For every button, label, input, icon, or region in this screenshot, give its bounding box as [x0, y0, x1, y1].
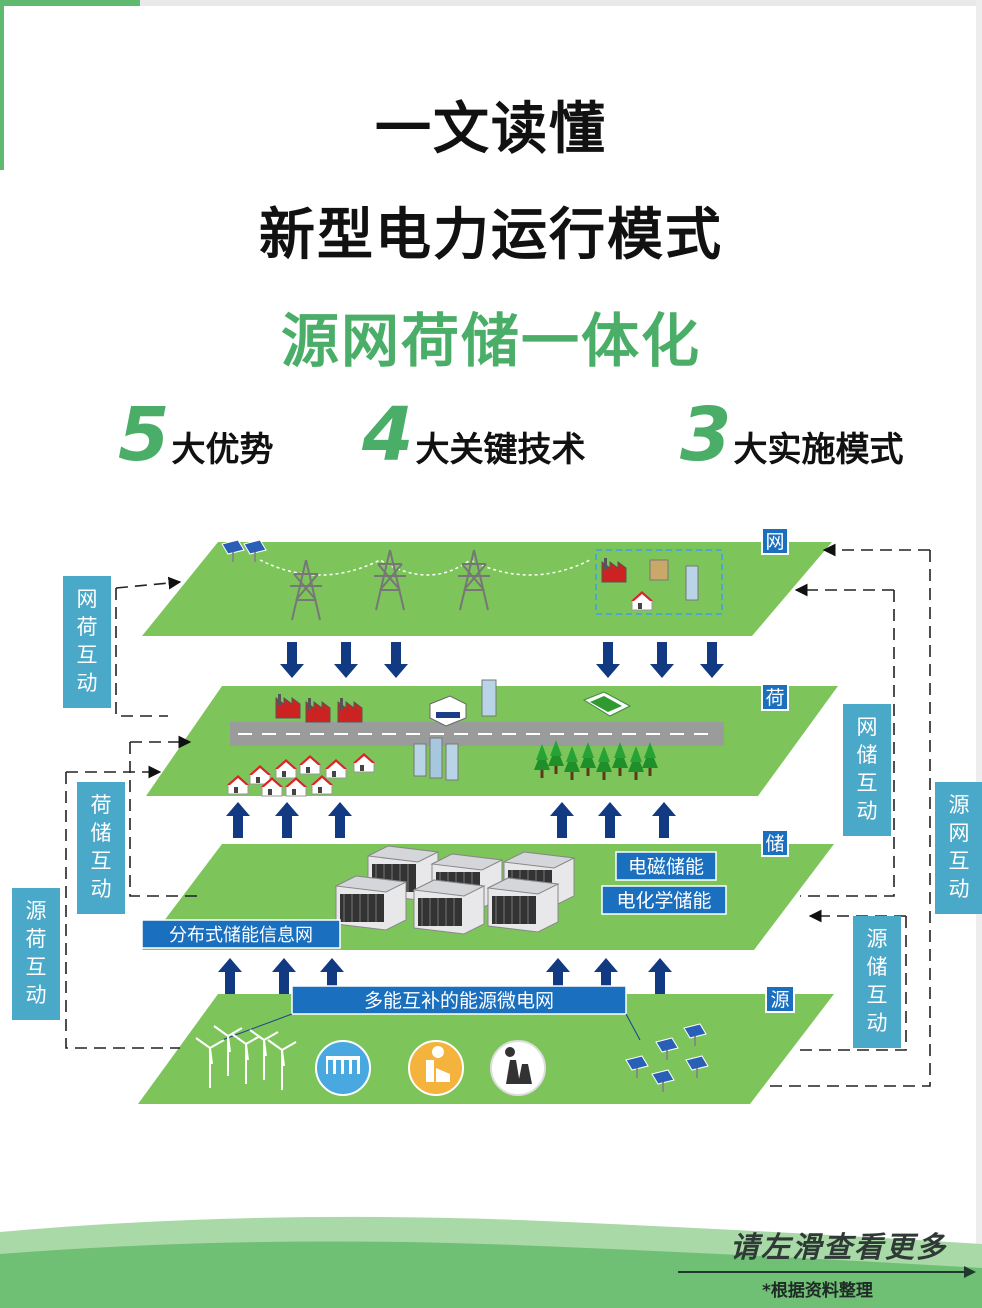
em-storage-label: 电磁储能	[628, 856, 704, 878]
layer-tag-grid: 网	[765, 531, 784, 553]
grid-layer: 网	[142, 527, 832, 636]
ev-charging-icon	[582, 691, 632, 717]
layer-tag-source: 源	[770, 989, 789, 1011]
title-line-1: 一文读懂	[375, 97, 607, 162]
battery-container-icon	[335, 845, 575, 935]
stat-technologies: 4 大关键技术	[362, 398, 586, 472]
source-layer: 多能互补的能源微电网 源	[138, 985, 834, 1104]
load-layer: 荷	[146, 679, 838, 797]
arrow-right-icon	[678, 1266, 976, 1278]
stat-advantages: 5 大优势	[118, 398, 274, 472]
flow-arrows-down	[280, 642, 724, 678]
flow-arrows-up	[226, 802, 676, 838]
left-accent-bar	[0, 0, 4, 170]
hydro-power-icon	[315, 1040, 371, 1096]
storage-layer: 电磁储能 电化学储能 分布式储能信息网 储	[141, 829, 834, 950]
grid-plane	[142, 542, 832, 636]
stat-number: 5	[118, 392, 170, 478]
stat-text: 大优势	[171, 430, 274, 470]
building-icon	[429, 679, 497, 727]
microgrid-banner: 多能互补的能源微电网	[364, 990, 554, 1012]
stat-modes: 3 大实施模式	[680, 398, 904, 472]
layer-tag-load: 荷	[765, 687, 784, 709]
side-label-source-grid: 源网互动	[935, 782, 982, 914]
side-label-grid-load: 网荷互动	[63, 576, 111, 708]
svg-text:网储互动: 网储互动	[857, 715, 878, 823]
top-border	[0, 0, 982, 6]
thermal-power-icon	[408, 1040, 464, 1096]
title-line-2: 新型电力运行模式	[259, 203, 723, 268]
stat-number: 3	[680, 392, 732, 478]
chem-storage-label: 电化学储能	[616, 890, 711, 912]
building-icon	[649, 559, 699, 601]
side-label-grid-storage: 网储互动	[843, 704, 891, 836]
svg-text:源荷互动: 源荷互动	[26, 899, 47, 1007]
svg-text:网荷互动: 网荷互动	[77, 587, 98, 695]
energy-layer-diagram: 网	[12, 527, 982, 1104]
svg-text:荷储互动: 荷储互动	[91, 793, 112, 901]
title-line-3: 源网荷储一体化	[280, 307, 701, 375]
building-icon	[413, 737, 459, 781]
side-label-load-storage: 荷储互动	[77, 782, 125, 914]
stat-text: 大关键技术	[415, 430, 586, 470]
storage-network-label: 分布式储能信息网	[169, 925, 313, 946]
source-note: *根据资料整理	[762, 1281, 873, 1301]
svg-text:源储互动: 源储互动	[867, 927, 888, 1035]
stat-number: 4	[362, 392, 414, 478]
right-border	[976, 0, 982, 1308]
nuclear-power-icon	[490, 1040, 546, 1096]
side-label-source-load: 源荷互动	[12, 888, 60, 1020]
stat-text: 大实施模式	[733, 430, 904, 470]
side-char: 网	[77, 587, 98, 611]
bottom-wave-band	[0, 1216, 982, 1308]
interaction-loops	[65, 543, 931, 1087]
layer-tag-storage: 储	[765, 833, 784, 855]
top-border-accent	[0, 0, 140, 6]
svg-text:源网互动: 源网互动	[949, 793, 970, 901]
swipe-hint[interactable]: 请左滑查看更多	[730, 1230, 948, 1264]
side-label-source-storage: 源储互动	[853, 916, 901, 1048]
